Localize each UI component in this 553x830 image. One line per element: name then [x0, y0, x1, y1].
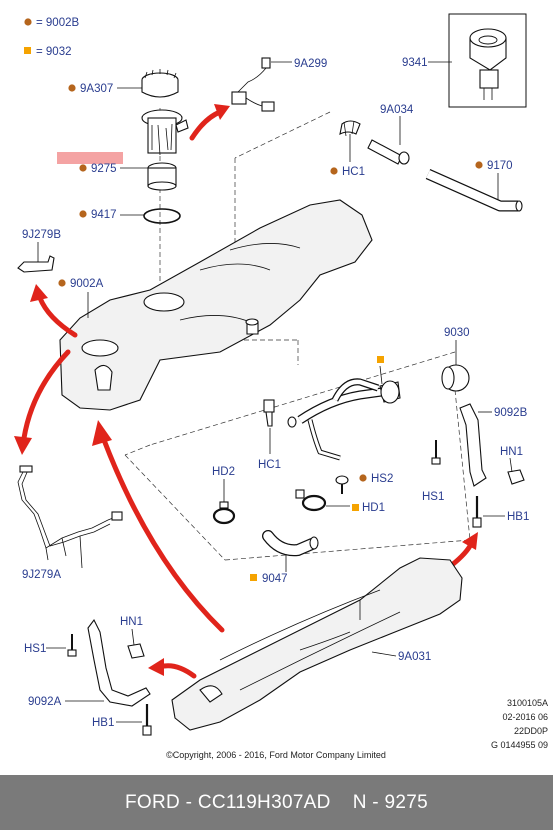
legend-square-marker	[24, 47, 31, 54]
footer-bar: FORD - CC119H307AD N - 9275	[0, 775, 553, 830]
label-9a299: 9A299	[294, 58, 327, 70]
fuel-system-diagram: = 9002B = 9032 9A307 9275 9417	[14, 13, 548, 760]
dot-marker-9002a	[58, 279, 66, 287]
label-9a034: 9A034	[380, 104, 414, 116]
label-hc1-top: HC1	[342, 166, 365, 178]
square-marker-9047	[250, 574, 257, 581]
label-hb1-right: HB1	[507, 511, 529, 523]
label-9j279b: 9J279B	[22, 229, 61, 241]
label-9417: 9417	[91, 209, 117, 221]
filler-cap-9a307	[141, 69, 179, 98]
ref-line-1: 3100105A	[507, 698, 548, 708]
arrow-pump-to-wiring	[189, 104, 230, 141]
label-9170: 9170	[487, 160, 513, 172]
arrow-tank-to-clip	[30, 284, 78, 338]
label-hn1-right: HN1	[500, 446, 523, 458]
label-hs1-right: HS1	[422, 491, 444, 503]
ref-line-3: 22DD0P	[514, 726, 548, 736]
copyright-text: ©Copyright, 2006 - 2016, Ford Motor Comp…	[166, 750, 386, 760]
footer-part-number: FORD - CC119H307AD	[125, 791, 331, 813]
clamp-hd2	[212, 501, 236, 525]
screw-hs1-right	[431, 440, 441, 465]
dot-marker-9275	[79, 164, 87, 172]
label-9a307: 9A307	[80, 83, 113, 95]
footer-reference: N - 9275	[352, 791, 428, 813]
screw-hs2	[335, 475, 349, 494]
clamp-hc1-mid	[263, 399, 275, 427]
fuel-pump-module-9275	[141, 109, 189, 191]
square-marker-9032	[377, 356, 384, 363]
label-hd2: HD2	[212, 466, 235, 478]
vent-valve-9341	[448, 13, 527, 108]
fuel-tank-upper	[59, 199, 373, 411]
arrow-lower-to-upper-tank	[92, 420, 225, 633]
fuel-tank-lower-9a031	[171, 557, 463, 731]
label-hs1-left: HS1	[24, 643, 46, 655]
arrow-tank-to-harness	[14, 349, 71, 455]
sender-wire-9a299	[231, 57, 275, 112]
filler-pipe-9032	[287, 378, 401, 461]
dot-marker-9417	[79, 210, 87, 218]
label-9092b: 9092B	[494, 407, 528, 419]
nut-hn1-right	[507, 469, 525, 485]
square-marker-hd1	[352, 504, 359, 511]
label-9047: 9047	[262, 573, 288, 585]
label-9030: 9030	[444, 327, 470, 339]
wiring-harness-9j279a	[17, 465, 123, 569]
label-hn1-left: HN1	[120, 616, 143, 628]
arrow-tank-to-bolt	[445, 532, 478, 571]
nut-hn1-left	[127, 643, 145, 659]
pipe-9170	[425, 168, 523, 212]
label-9092a: 9092A	[28, 696, 62, 708]
clamp-hc1-top	[339, 120, 361, 137]
arrow-tank-to-strap	[148, 658, 197, 679]
bolt-hb1-left	[142, 704, 152, 736]
dot-marker-hs2	[359, 474, 367, 482]
label-9a031: 9A031	[398, 651, 431, 663]
dot-marker-9a307	[68, 84, 76, 92]
ref-line-2: 02-2016 06	[502, 712, 548, 722]
label-9002a: 9002A	[70, 278, 104, 290]
label-9275: 9275	[91, 163, 117, 175]
label-hd1: HD1	[362, 502, 385, 514]
legend-square-text: = 9032	[36, 46, 72, 58]
screw-hs1-left	[67, 634, 77, 657]
highlight-9275	[57, 152, 123, 164]
dot-marker-hc1-top	[330, 167, 338, 175]
label-hc1-mid: HC1	[258, 459, 281, 471]
dot-marker-9170	[475, 161, 483, 169]
hose-9047	[262, 530, 319, 557]
label-9j279a: 9J279A	[22, 569, 61, 581]
hose-9a034	[367, 139, 410, 165]
bolt-hb1-right	[472, 496, 482, 528]
strap-9092a	[87, 618, 151, 707]
legend-dot-text: = 9002B	[36, 17, 79, 29]
legend-dot-marker	[24, 18, 32, 26]
clip-9j279b	[17, 255, 55, 273]
clamp-hd1	[295, 489, 327, 512]
label-hs2: HS2	[371, 473, 393, 485]
cap-9030	[441, 364, 470, 392]
ref-line-4: G 0144955 09	[491, 740, 548, 750]
strap-9092b	[459, 403, 487, 487]
seal-ring-9417	[143, 208, 181, 224]
label-9341: 9341	[402, 57, 428, 69]
label-hb1-left: HB1	[92, 717, 114, 729]
